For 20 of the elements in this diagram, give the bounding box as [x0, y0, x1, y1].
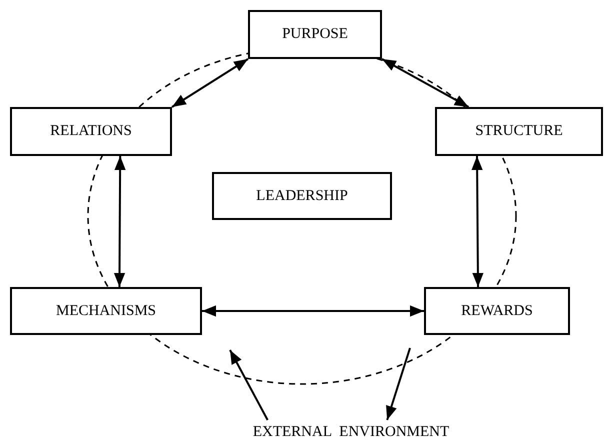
concept-box: [10, 287, 202, 335]
arrow: [114, 156, 126, 287]
arrow: [202, 305, 424, 317]
box-label: REWARDS: [461, 302, 533, 320]
arrow: [229, 350, 268, 420]
concept-box: [424, 287, 570, 335]
arrow: [472, 156, 484, 287]
arrow: [382, 58, 470, 108]
box-label: LEADERSHIP: [256, 188, 348, 204]
box-label: PURPOSE: [282, 26, 348, 43]
box-label: STRUCTURE: [475, 123, 563, 140]
box-label: RELATIONS: [50, 123, 132, 140]
arrow: [386, 348, 411, 420]
concept-box: [435, 107, 603, 156]
concept-box: [212, 172, 392, 220]
arrow: [171, 58, 249, 108]
box-label: MECHANISMS: [56, 302, 156, 320]
concept-box: [248, 10, 382, 59]
concept-box: [10, 107, 172, 156]
environment-label: EXTERNAL ENVIRONMENT: [252, 424, 450, 440]
